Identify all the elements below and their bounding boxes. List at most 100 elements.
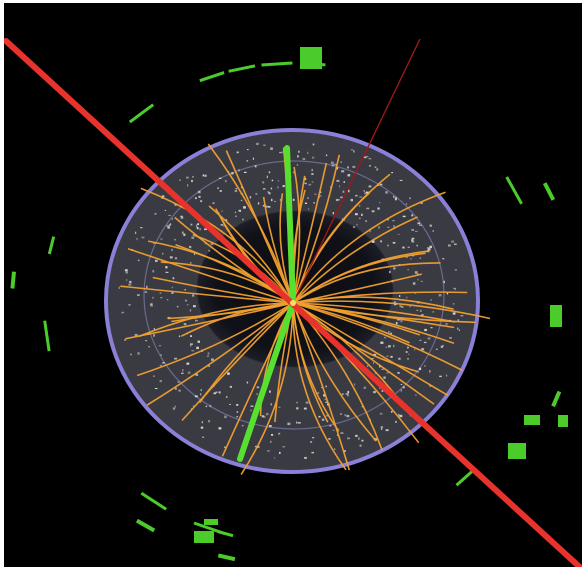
tracker-hit <box>380 240 383 243</box>
tracker-hit <box>347 390 350 394</box>
tracker-hit <box>405 256 408 258</box>
tracker-hit <box>454 243 457 245</box>
tracker-hit <box>218 391 221 394</box>
tracker-hit <box>250 409 252 412</box>
orange-track <box>225 150 294 304</box>
tracker-hit <box>448 244 451 247</box>
tracker-hit <box>144 291 148 293</box>
tracker-hit <box>266 175 268 179</box>
tracker-hit <box>387 218 389 221</box>
tracker-hit <box>400 389 402 392</box>
tracker-hit <box>409 306 411 308</box>
tracker-hit <box>325 154 328 157</box>
tracker-hit <box>190 345 192 347</box>
calorimeter-hit <box>228 64 256 73</box>
tracker-hit <box>332 429 335 431</box>
tracker-hit <box>332 212 334 215</box>
tracker-hit <box>395 322 398 325</box>
tracker-hit <box>224 179 227 183</box>
orange-track <box>292 302 410 344</box>
tracker-hit <box>190 343 193 345</box>
calorimeter-hit <box>43 320 51 352</box>
tracker-hit <box>145 340 148 342</box>
tracker-hit <box>189 245 191 248</box>
tracker-hit <box>292 198 295 201</box>
tracker-hit <box>241 424 244 427</box>
tracker-hit <box>353 383 356 386</box>
tracker-hit <box>234 211 236 214</box>
tracker-hit <box>427 337 431 340</box>
tracker-hit <box>399 414 403 418</box>
tracker-hit <box>411 229 414 231</box>
tracker-hit <box>405 351 408 353</box>
tracker-hit <box>407 346 409 349</box>
tracker-hit <box>400 306 404 308</box>
calorimeter-block <box>204 519 218 525</box>
tracker-hit <box>399 295 401 297</box>
tracker-hit <box>184 289 186 291</box>
tracker-hit <box>353 150 355 153</box>
tracker-hit <box>363 190 365 192</box>
tracker-hit <box>333 163 337 166</box>
tracker-hit <box>318 415 321 418</box>
tracker-hit <box>267 450 270 452</box>
tracker-hit <box>180 215 183 217</box>
green-track-lower <box>237 300 296 462</box>
tracker-hit <box>419 367 422 371</box>
tracker-hit <box>339 185 341 188</box>
calorimeter-hit <box>10 271 16 289</box>
tracker-hit <box>194 197 197 200</box>
tracker-hit <box>420 201 423 204</box>
tracker-hit <box>394 198 397 201</box>
tracker-hit <box>319 195 322 197</box>
tracker-hit <box>334 448 336 450</box>
tracker-hit <box>148 346 150 348</box>
tracker-hit <box>311 168 313 172</box>
tracker-hit <box>321 386 323 388</box>
tracker-hit <box>350 198 353 202</box>
tracker-hit <box>190 223 193 226</box>
tracker-hit <box>242 218 244 221</box>
tracker-hit <box>206 355 209 357</box>
tracker-hit <box>202 174 205 177</box>
tracker-hit <box>373 391 376 394</box>
tracker-hit <box>168 214 171 216</box>
tracker-hit <box>364 192 368 195</box>
tracker-hit <box>128 304 131 306</box>
tracker-hit <box>167 226 170 229</box>
tracker-hit <box>231 172 234 175</box>
tracker-hit <box>440 345 444 348</box>
tracker-hit <box>386 355 389 357</box>
tracker-hit <box>454 269 457 271</box>
tracker-hit <box>238 169 240 172</box>
tracker-hit <box>304 182 307 185</box>
outer-calorimeter-hits <box>10 47 568 562</box>
tracker-hit <box>367 365 369 367</box>
tracker-hit <box>406 296 408 299</box>
tracker-hit <box>453 287 456 289</box>
tracker-hit <box>195 318 197 320</box>
tracker-hit <box>215 391 218 393</box>
tracker-hit <box>378 226 380 229</box>
tracker-hit <box>267 191 269 193</box>
orange-track <box>240 302 294 476</box>
tracker-hit <box>313 202 315 204</box>
tracker-hit <box>165 266 168 269</box>
tracker-hit <box>380 426 383 429</box>
tracker-hit <box>159 364 162 367</box>
tracker-hit <box>264 205 268 208</box>
tracker-hit <box>262 188 266 190</box>
tracker-hit <box>337 199 340 201</box>
tracker-hit <box>221 210 223 212</box>
tracker-hit <box>187 184 189 187</box>
tracker-hit <box>420 280 423 282</box>
tracker-hit <box>346 414 350 418</box>
tracker-hit <box>388 345 391 348</box>
tracker-hit <box>374 353 377 356</box>
tracker-hit <box>137 259 140 262</box>
orange-track <box>292 262 441 304</box>
tracker-hit <box>243 171 247 173</box>
tracker-hit <box>347 437 350 440</box>
tracker-hit <box>321 418 325 421</box>
